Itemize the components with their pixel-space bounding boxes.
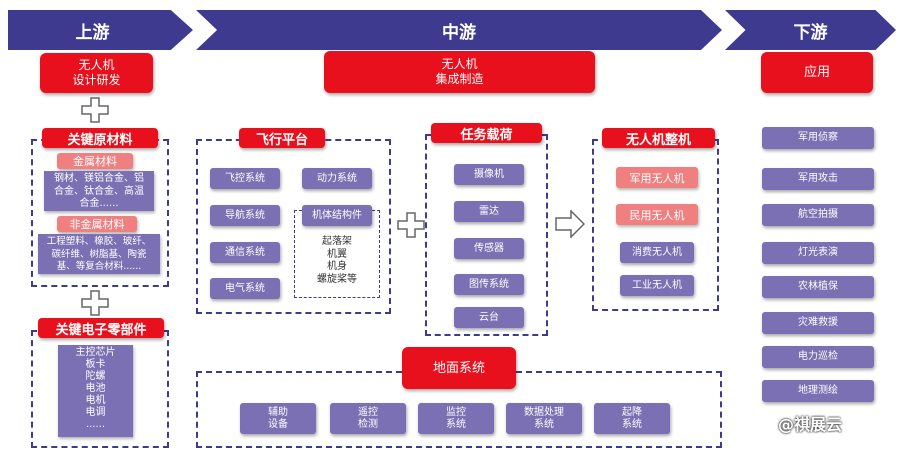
app-mapping: 地理测绘	[762, 380, 874, 402]
watermark: @祺展云	[778, 415, 843, 434]
payload-title: 任务载荷	[431, 123, 542, 143]
arrow-right-icon	[555, 210, 585, 238]
power-system: 动力系统	[302, 168, 372, 189]
civil-drone: 民用无人机	[616, 204, 698, 225]
midstream-title: 中游	[442, 22, 476, 43]
ground-auxiliary: 辅助 设备	[240, 403, 316, 434]
communication-system: 通信系统	[210, 242, 280, 263]
flight-platform-title: 飞行平台	[239, 128, 325, 148]
integration-box: 无人机 集成制造	[324, 51, 595, 93]
payload-radar: 雷达	[454, 201, 524, 222]
plus-icon-lower	[81, 290, 109, 316]
payload-camera: 摄像机	[454, 164, 524, 185]
airframe-structure: 机体结构件	[302, 205, 372, 226]
downstream-banner: 下游	[725, 10, 896, 50]
nonmetal-text: 工程塑料、橡胶、玻纤、 碳纤维、树脂基、陶瓷 基、等复合材料......	[38, 234, 160, 274]
payload-image-transmission: 图传系统	[454, 274, 524, 295]
ground-title: 地面系统	[402, 347, 516, 389]
nonmetal-label: 非金属材料	[57, 216, 137, 232]
downstream-title: 下游	[793, 22, 828, 43]
rd-box: 无人机 设计研发	[40, 53, 153, 93]
military-drone: 军用无人机	[616, 167, 698, 188]
app-disaster-rescue: 灾难救援	[762, 312, 874, 334]
structure-parts: 起落架 机翼 机身 螺旋桨等	[317, 236, 357, 285]
plus-icon-mid	[397, 212, 425, 238]
navigation-system: 导航系统	[210, 205, 280, 226]
ground-data-processing: 数据处理 系统	[506, 403, 582, 434]
industrial-drone: 工业无人机	[620, 275, 694, 296]
electrical-system: 电气系统	[210, 278, 280, 299]
upstream-title: 上游	[75, 22, 110, 43]
electronics-title: 关键电子零部件	[38, 318, 164, 338]
ground-monitor: 监控 系统	[418, 403, 494, 434]
app-agriculture: 农林植保	[762, 276, 874, 298]
application-box: 应用	[761, 52, 873, 93]
payload-sensor: 传感器	[454, 238, 524, 259]
upstream-banner: 上游	[8, 10, 193, 50]
ground-takeoff-landing: 起降 系统	[594, 403, 670, 434]
plus-icon-upper	[81, 97, 109, 123]
app-light-show: 灯光表演	[762, 242, 874, 264]
metal-text: 钢材、镁铝合金、铝 合金、钛合金、高温 合金......	[44, 171, 154, 211]
ground-remote: 遥控 检测	[330, 403, 406, 434]
metal-label: 金属材料	[57, 153, 133, 169]
app-military-attack: 军用攻击	[762, 168, 874, 190]
consumer-drone: 消费无人机	[620, 242, 694, 263]
electronics-text: 主控芯片 板卡 陀螺 电池 电机 电调 ......	[58, 345, 133, 437]
whole-drone-title: 无人机整机	[602, 128, 715, 148]
app-power-inspection: 电力巡检	[762, 346, 874, 368]
app-military-recon: 军用侦察	[762, 127, 874, 149]
app-aerial-photo: 航空拍摄	[762, 204, 874, 226]
flight-control-system: 飞控系统	[210, 168, 280, 189]
midstream-banner: 中游	[196, 10, 722, 50]
payload-gimbal: 云台	[454, 307, 524, 328]
materials-title: 关键原材料	[42, 128, 158, 148]
